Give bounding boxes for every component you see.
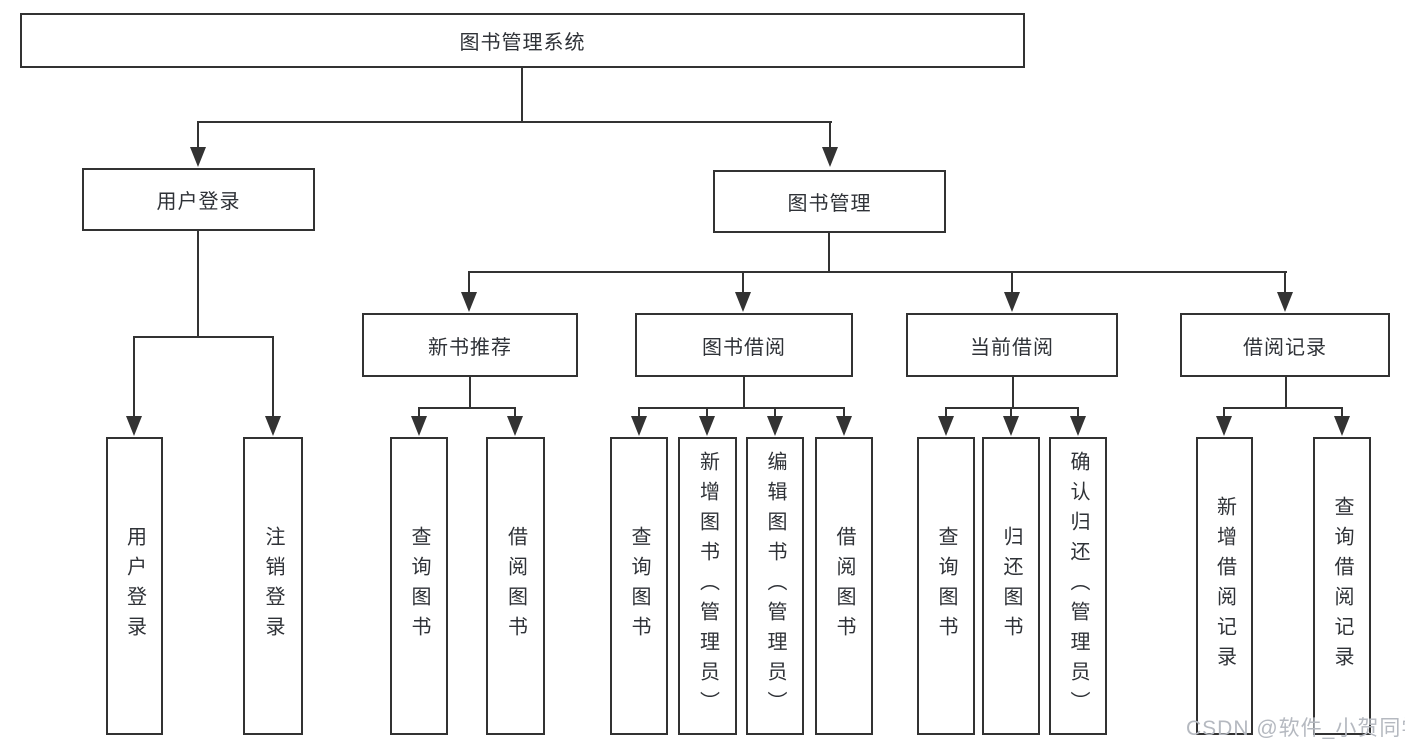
node-borrow-books-recommend: 借阅图书 — [486, 437, 545, 735]
node-book-management: 图书管理 — [713, 170, 946, 233]
node-edit-books-admin: 编辑图书（管理员） — [746, 437, 804, 735]
node-borrow-books-borrowing: 借阅图书 — [815, 437, 873, 735]
node-current-borrowing: 当前借阅 — [906, 313, 1118, 377]
arrowhead-to-logout-action — [265, 336, 281, 436]
connector-user-login-stem — [197, 231, 199, 337]
connector-root-stem — [521, 68, 523, 122]
connector-book-mgmt-split — [469, 271, 1287, 273]
node-user-login-action: 用户登录 — [106, 437, 163, 735]
node-query-books-recommend: 查询图书 — [390, 437, 448, 735]
connector-borrowing-stem — [743, 377, 745, 409]
connector-recommend-stem — [469, 377, 471, 409]
arrowhead-to-add-books-admin — [699, 407, 715, 436]
arrowhead-to-user-login-action — [126, 336, 142, 436]
node-book-borrowing: 图书借阅 — [635, 313, 853, 377]
arrowhead-to-user-login — [190, 121, 206, 167]
node-new-book-recommend: 新书推荐 — [362, 313, 578, 377]
arrowhead-to-borrow-books-borrowing — [836, 407, 852, 436]
node-add-books-admin: 新增图书（管理员） — [678, 437, 737, 735]
node-borrowing-records: 借阅记录 — [1180, 313, 1390, 377]
node-add-borrow-record: 新增借阅记录 — [1196, 437, 1253, 735]
arrowhead-to-current-borrowing — [1004, 271, 1020, 312]
connector-current-stem — [1012, 377, 1014, 409]
node-confirm-return-admin: 确认归还（管理员） — [1049, 437, 1107, 735]
arrowhead-to-confirm-return-admin — [1070, 407, 1086, 436]
arrowhead-to-new-book-recommend — [461, 271, 477, 312]
node-user-login: 用户登录 — [82, 168, 315, 231]
connector-records-split — [1223, 407, 1343, 409]
arrowhead-to-query-books-borrowing — [631, 407, 647, 436]
arrowhead-to-query-books-current — [938, 407, 954, 436]
node-query-borrow-record: 查询借阅记录 — [1313, 437, 1371, 735]
connector-borrowing-split — [638, 407, 845, 409]
node-return-books: 归还图书 — [982, 437, 1040, 735]
arrowhead-to-borrowing-records — [1277, 271, 1293, 312]
arrowhead-to-query-books-recommend — [411, 407, 427, 436]
csdn-watermark: CSDN @软件_小贺同学 — [1186, 717, 1405, 740]
node-logout-action: 注销登录 — [243, 437, 303, 735]
arrowhead-to-book-management — [822, 121, 838, 167]
connector-book-mgmt-stem — [828, 233, 830, 272]
arrowhead-to-edit-books-admin — [767, 407, 783, 436]
arrowhead-to-borrow-books-recommend — [507, 407, 523, 436]
node-query-books-borrowing: 查询图书 — [610, 437, 668, 735]
connector-records-stem — [1285, 377, 1287, 409]
node-library-management-system: 图书管理系统 — [20, 13, 1025, 68]
connector-root-split — [197, 121, 832, 123]
node-query-books-current: 查询图书 — [917, 437, 975, 735]
connector-recommend-split — [418, 407, 516, 409]
connector-current-split — [945, 407, 1079, 409]
arrowhead-to-return-books — [1003, 407, 1019, 436]
connector-user-login-split — [133, 336, 274, 338]
arrowhead-to-book-borrowing — [735, 271, 751, 312]
arrowhead-to-add-borrow-record — [1216, 407, 1232, 436]
arrowhead-to-query-borrow-record — [1334, 407, 1350, 436]
